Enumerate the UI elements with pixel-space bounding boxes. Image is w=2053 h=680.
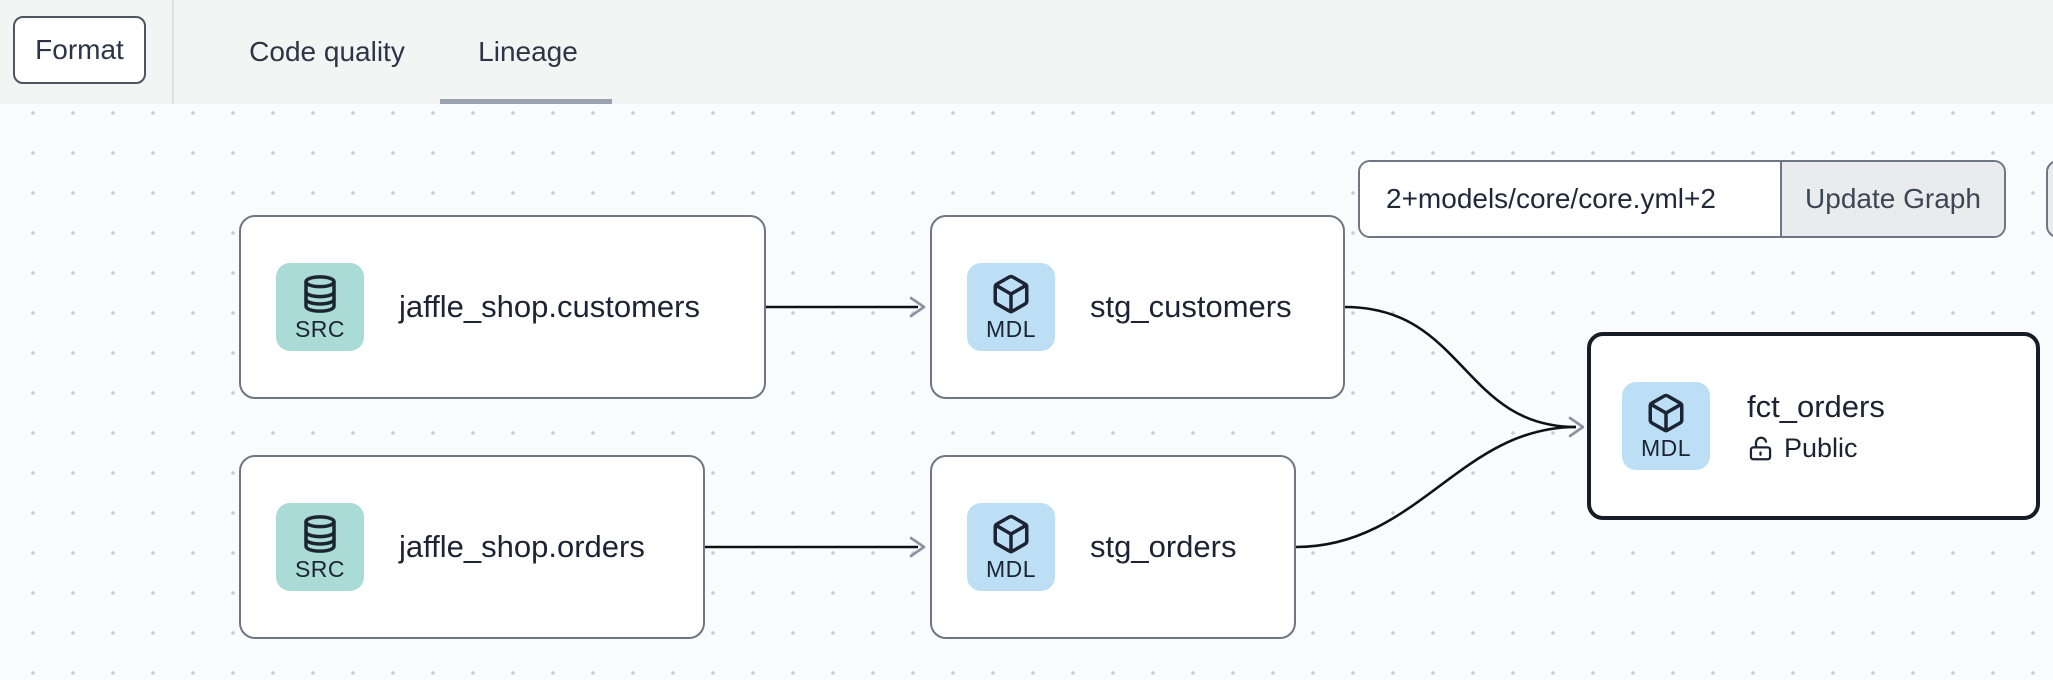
badge-label: MDL: [985, 556, 1037, 582]
clipped-toolbar-button[interactable]: [2046, 160, 2053, 238]
arrowhead-icon: [909, 536, 926, 558]
node-title: jaffle_shop.customers: [399, 289, 700, 324]
cube-icon: [993, 514, 1029, 554]
lineage-canvas[interactable]: SRC jaffle_shop.customers MDL stg_custom…: [0, 104, 2053, 680]
lineage-node-stg-orders[interactable]: MDL stg_orders: [930, 455, 1296, 639]
lineage-selector-group: Update Graph: [1358, 160, 2006, 238]
node-title: stg_customers: [1090, 289, 1292, 324]
badge-label: SRC: [294, 556, 346, 582]
update-graph-button[interactable]: Update Graph: [1780, 162, 2004, 236]
badge-label: SRC: [294, 316, 346, 342]
format-button[interactable]: Format: [13, 16, 146, 84]
lineage-selector-input[interactable]: [1360, 162, 1780, 236]
node-text-block: fct_orders Public: [1747, 389, 1885, 464]
arrowhead-icon: [1568, 416, 1585, 438]
toolbar-divider: [172, 0, 174, 104]
model-badge: MDL: [1622, 382, 1710, 470]
node-title: fct_orders: [1747, 388, 1885, 424]
edge-stg-orders-to-fct-orders: [1295, 425, 1577, 549]
source-badge: SRC: [276, 263, 364, 351]
access-label: Public: [1784, 432, 1858, 463]
unlock-icon: [1749, 436, 1772, 460]
lineage-node-stg-customers[interactable]: MDL stg_customers: [930, 215, 1345, 399]
tab-code-quality[interactable]: Code quality: [249, 36, 405, 67]
badge-label: MDL: [985, 316, 1037, 342]
tab-lineage[interactable]: Lineage: [478, 36, 578, 67]
arrowhead-icon: [909, 296, 926, 318]
active-tab-underline: [440, 99, 612, 104]
lineage-node-jaffle-shop-orders[interactable]: SRC jaffle_shop.orders: [239, 455, 705, 639]
model-badge: MDL: [967, 503, 1055, 591]
edge-stg-customers-to-fct-orders: [1344, 305, 1577, 429]
database-icon: [304, 515, 336, 553]
lineage-node-jaffle-shop-customers[interactable]: SRC jaffle_shop.customers: [239, 215, 766, 399]
database-icon: [304, 275, 336, 313]
badge-label: MDL: [1640, 435, 1692, 461]
cube-icon: [993, 274, 1029, 314]
node-access-row: Public: [1747, 433, 1885, 464]
node-title: stg_orders: [1090, 529, 1237, 564]
model-badge: MDL: [967, 263, 1055, 351]
node-title: jaffle_shop.orders: [399, 529, 645, 564]
top-toolbar: Format Code quality Lineage: [0, 0, 2053, 104]
lineage-node-fct-orders[interactable]: MDL fct_orders Public: [1587, 332, 2040, 520]
cube-icon: [1648, 393, 1684, 433]
source-badge: SRC: [276, 503, 364, 591]
